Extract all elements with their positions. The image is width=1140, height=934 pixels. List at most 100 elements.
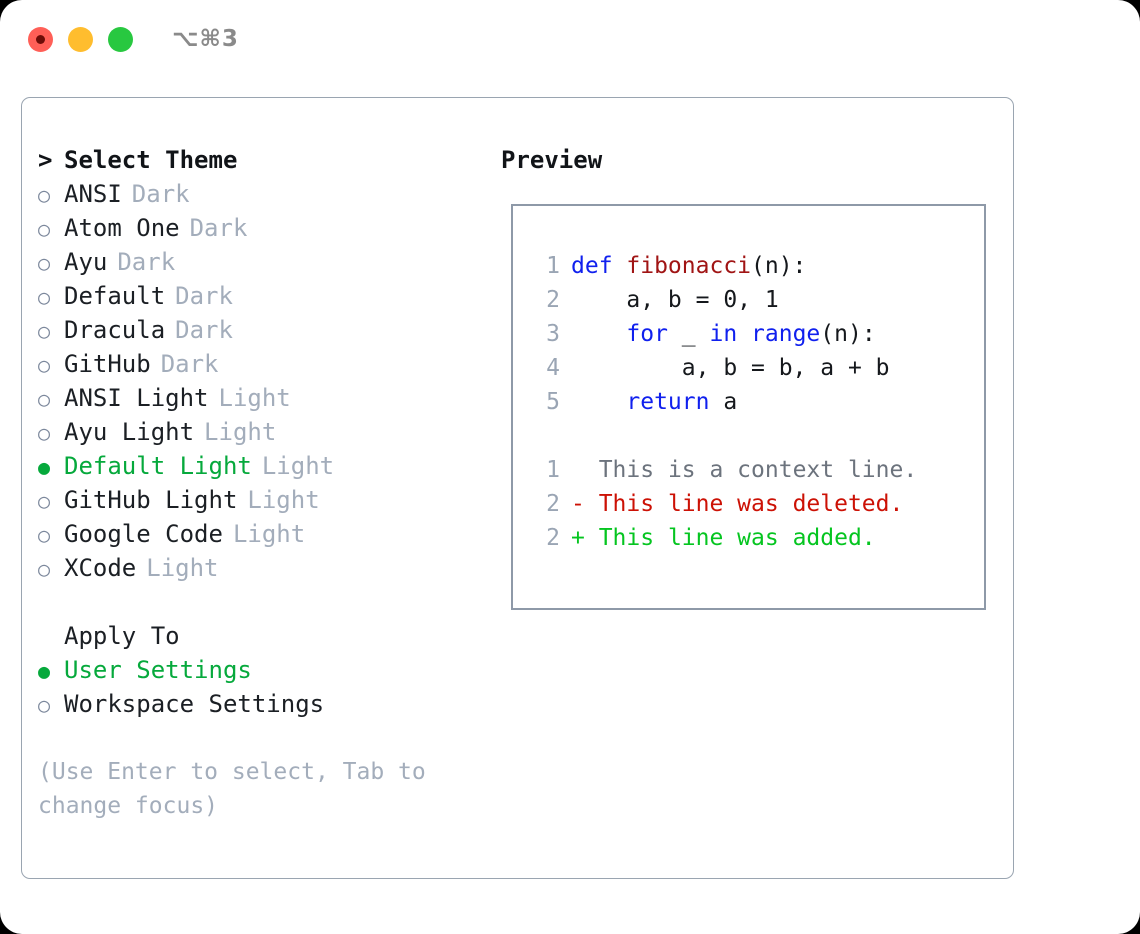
close-button-icon[interactable] (28, 26, 53, 52)
radio-unselected-icon[interactable]: ○ (38, 319, 51, 343)
theme-name-label: Google Code (64, 520, 223, 548)
apply-to-option[interactable]: ○ Workspace Settings (38, 687, 488, 721)
code-line: 1 def fibonacci(n): (532, 249, 917, 283)
radio-unselected-icon[interactable]: ○ (38, 523, 51, 547)
code-token: a, b = b, a + b (571, 355, 890, 381)
section-spacer (38, 585, 488, 619)
diff-line-number: 2 (546, 525, 560, 551)
radio-unselected-icon[interactable]: ○ (38, 183, 51, 207)
theme-name-label: Dracula (64, 316, 166, 344)
theme-list-item[interactable]: ○ Atom One Dark (38, 211, 488, 245)
apply-to-option-label: User Settings (64, 656, 252, 684)
keyboard-shortcut-label: ⌥⌘3 (172, 26, 239, 52)
radio-unselected-icon[interactable]: ○ (38, 251, 51, 275)
code-token: return (626, 389, 710, 415)
minimize-button-icon[interactable] (68, 26, 93, 52)
code-token (737, 317, 751, 351)
theme-name-label: GitHub (64, 350, 151, 378)
diff-line: 2- This line was deleted. (532, 487, 917, 521)
theme-name-label: ANSI Light (64, 384, 209, 412)
select-theme-heading: > Select Theme (38, 143, 488, 177)
code-token: (n): (751, 253, 807, 279)
diff-line-number: 1 (546, 457, 560, 483)
radio-unselected-icon[interactable]: ○ (38, 693, 51, 717)
diff-marker: - (571, 491, 599, 517)
theme-name-label: Atom One (64, 214, 180, 242)
apply-to-heading: Apply To (64, 622, 180, 650)
theme-list-item[interactable]: ○ GitHub Light Light (38, 483, 488, 517)
code-line: 5 return a (532, 385, 917, 419)
code-line: 4 a, b = b, a + b (532, 351, 917, 385)
theme-variant-tag: Dark (160, 350, 219, 378)
theme-variant-tag: Dark (131, 180, 190, 208)
maximize-button-icon[interactable] (108, 26, 133, 52)
radio-unselected-icon[interactable]: ○ (38, 557, 51, 581)
preview-heading: Preview (501, 146, 603, 174)
theme-list-item[interactable]: ● Default Light Light (38, 449, 488, 483)
theme-variant-tag: Light (232, 520, 306, 548)
hint-text: (Use Enter to select, Tab to change focu… (38, 759, 440, 819)
theme-list-item[interactable]: ○ GitHub Dark (38, 347, 488, 381)
code-token: fibonacci (626, 253, 752, 279)
apply-to-option[interactable]: ● User Settings (38, 653, 488, 687)
theme-name-label: GitHub Light (64, 486, 238, 514)
theme-list-item[interactable]: ○ Google Code Light (38, 517, 488, 551)
theme-name-label: Default Light (64, 452, 252, 480)
theme-list-item[interactable]: ○ Default Dark (38, 279, 488, 313)
theme-variant-tag: Dark (175, 316, 233, 344)
diff-marker (571, 453, 599, 487)
theme-name-label: XCode (64, 554, 137, 582)
code-line-number: 3 (546, 321, 560, 347)
theme-list-item[interactable]: ○ Dracula Dark (38, 313, 488, 347)
code-token (571, 385, 626, 419)
code-token: def (571, 253, 627, 279)
code-line-number: 2 (546, 287, 560, 313)
apply-to-list: ● User Settings ○ Workspace Settings (38, 653, 488, 721)
radio-selected-icon[interactable]: ● (38, 455, 51, 479)
diff-marker: + (571, 525, 599, 551)
code-token: _ (667, 321, 710, 347)
code-token: a, b = 0, 1 (571, 287, 779, 313)
diff-text: This is a context line. (598, 457, 918, 483)
radio-unselected-icon[interactable]: ○ (38, 421, 51, 445)
code-token (571, 317, 626, 351)
theme-name-label: Default (64, 282, 166, 310)
radio-unselected-icon[interactable]: ○ (38, 285, 51, 309)
code-token: range (751, 321, 821, 347)
code-token: (n): (820, 321, 876, 347)
code-line-number: 1 (546, 253, 560, 279)
diff-line: 1 This is a context line. (532, 453, 917, 487)
code-line-number: 4 (546, 355, 560, 381)
code-token: in (709, 321, 738, 347)
prompt-chevron-icon: > (38, 146, 67, 174)
code-token: for (626, 321, 668, 347)
diff-text: This line was added. (598, 525, 876, 551)
code-line-number: 5 (546, 389, 560, 415)
radio-unselected-icon[interactable]: ○ (38, 489, 51, 513)
theme-variant-tag: Dark (175, 282, 233, 310)
radio-unselected-icon[interactable]: ○ (38, 387, 51, 411)
radio-unselected-icon[interactable]: ○ (38, 353, 51, 377)
code-token: a (709, 389, 738, 415)
radio-selected-icon[interactable]: ● (38, 659, 51, 683)
apply-to-option-label: Workspace Settings (64, 690, 325, 718)
diff-text: This line was deleted. (598, 491, 904, 517)
theme-variant-tag: Dark (189, 214, 248, 242)
theme-variant-tag: Light (261, 452, 335, 480)
select-theme-heading-label: Select Theme (64, 146, 238, 174)
theme-name-label: Ayu Light (64, 418, 195, 446)
diff-line: 2 + This line was added. (532, 521, 917, 555)
title-bar: ⌥⌘3 (0, 0, 1140, 78)
radio-unselected-icon[interactable]: ○ (38, 217, 51, 241)
theme-variant-tag: Light (247, 486, 320, 514)
